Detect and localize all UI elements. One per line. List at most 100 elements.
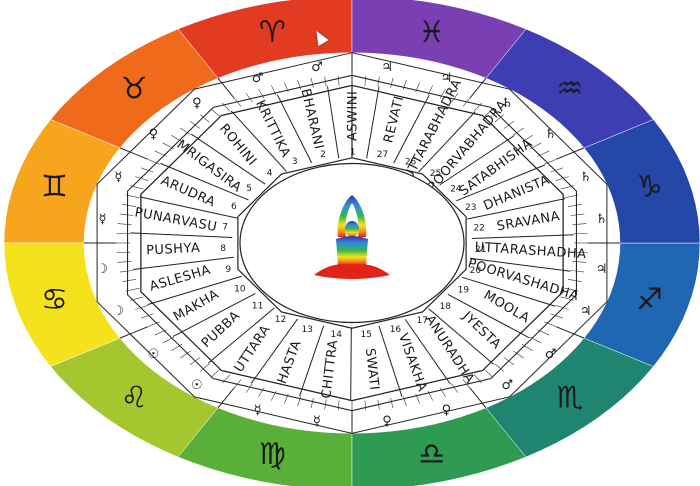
pada-tick [504, 357, 515, 366]
planet-divider [217, 387, 235, 409]
nakshatra-number: 3 [292, 157, 298, 167]
nakshatra-label: ASWINI [345, 91, 360, 141]
pada-tick [544, 158, 557, 165]
pada-tick [125, 287, 140, 292]
planet-divider [556, 326, 585, 339]
nakshatra-number: 16 [390, 325, 402, 335]
planet-divider [556, 147, 585, 160]
planet-glyph: ♃ [580, 304, 592, 319]
pada-tick [122, 279, 137, 282]
nakshatra-divider [471, 234, 574, 240]
pada-tick [189, 357, 200, 366]
planet-glyph: ♂ [545, 347, 557, 362]
nakshatra-number: 6 [231, 202, 237, 212]
pada-tick [130, 185, 144, 190]
pada-tick [451, 93, 459, 103]
planet-divider [119, 326, 148, 339]
pada-tick [245, 383, 253, 393]
pada-tick [484, 108, 494, 117]
meditating-figure-icon [314, 195, 390, 279]
pada-tick [125, 194, 140, 199]
planet-glyph: ♄ [596, 212, 608, 227]
pada-tick [364, 400, 367, 411]
pada-tick [564, 287, 579, 292]
nakshatra-number: 11 [252, 301, 263, 311]
pada-tick [462, 97, 471, 107]
nakshatra-number: 8 [220, 244, 226, 254]
pada-tick [513, 350, 524, 359]
nakshatra-divider [366, 86, 380, 159]
sign-segment [177, 407, 353, 486]
pada-tick [271, 85, 277, 96]
zodiac-sign-ring: ♈♉♊♋♌♍♎♏♐♑♒♓ [3, 0, 700, 486]
nakshatra-number: 15 [361, 330, 372, 340]
nakshatra-number: 19 [458, 285, 470, 295]
nakshatra-divider [469, 257, 571, 272]
pada-tick [570, 213, 585, 216]
pada-tick [116, 232, 131, 235]
zodiac-sign-glyph: ♎ [418, 437, 445, 472]
planet-glyph: ☿ [313, 414, 321, 429]
pada-tick [258, 387, 265, 398]
pada-tick [200, 363, 210, 372]
pada-tick [154, 150, 167, 157]
pada-tick [210, 369, 220, 378]
pada-tick [564, 194, 579, 199]
nakshatra-band [140, 84, 564, 402]
pada-tick [119, 270, 134, 273]
pada-tick [529, 336, 542, 344]
nakshatra-divider [461, 276, 556, 307]
planet-divider [469, 387, 487, 409]
planet-glyph: ♄ [501, 96, 513, 111]
nakshatra-number: 24 [450, 185, 462, 195]
pada-tick [572, 223, 587, 226]
planet-glyph: ☽ [97, 262, 109, 277]
zodiac-sign-glyph: ♋ [41, 283, 68, 318]
pada-tick [130, 296, 144, 301]
pada-tick [570, 270, 585, 273]
pada-tick [567, 279, 582, 282]
pada-tick [377, 76, 380, 87]
planet-glyph: ☉ [191, 378, 203, 393]
nakshatra-number: 23 [465, 203, 476, 213]
planet-glyph: ♂ [311, 60, 323, 75]
pada-tick [297, 79, 302, 90]
pada-tick [550, 167, 563, 173]
planet-glyph: ♄ [580, 170, 592, 185]
zodiac-sign-glyph: ♓ [418, 15, 445, 50]
pada-tick [189, 120, 200, 129]
planet-glyph: ♃ [441, 71, 453, 86]
nakshatra-divider [276, 94, 313, 163]
center-hub [239, 162, 465, 324]
pada-tick [521, 344, 533, 351]
pada-tick [233, 97, 242, 107]
pada-tick [494, 363, 504, 372]
pada-tick [245, 93, 253, 103]
planet-glyph: ♀ [149, 127, 159, 142]
pada-tick [310, 77, 314, 88]
nakshatra-number: 27 [377, 150, 388, 160]
nakshatra-divider [439, 135, 515, 186]
nakshatra-divider [327, 86, 340, 159]
nakshatra-divider [404, 319, 451, 385]
pada-tick [337, 75, 340, 86]
pada-tick [451, 383, 459, 393]
nakshatra-divider [350, 328, 352, 401]
pada-tick [415, 393, 420, 404]
nakshatra-number: 10 [234, 284, 246, 294]
pada-tick [390, 398, 394, 409]
pada-tick [258, 88, 265, 99]
pada-tick [494, 114, 504, 123]
pada-tick [427, 390, 433, 401]
pada-tick [427, 85, 433, 96]
pada-tick [390, 77, 394, 88]
pada-tick [529, 142, 542, 150]
pada-tick [402, 79, 407, 90]
pada-tick [297, 396, 302, 407]
pada-tick [544, 321, 557, 328]
planet-glyph: ♂ [252, 71, 264, 86]
pada-tick [473, 102, 482, 112]
pada-tick [324, 399, 327, 410]
zodiac-sign-glyph: ♈ [259, 15, 286, 50]
